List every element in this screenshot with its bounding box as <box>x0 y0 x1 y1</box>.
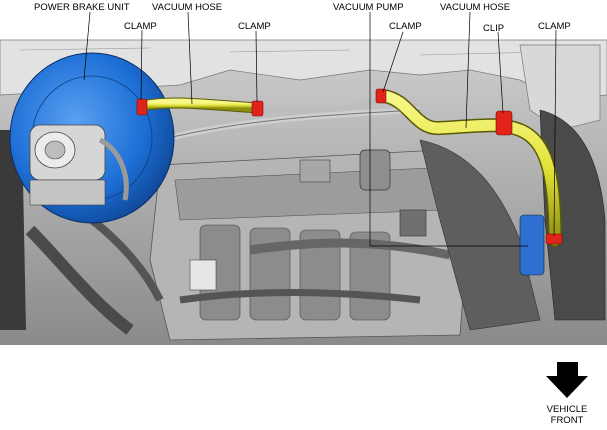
label-clamp-left: CLAMP <box>124 21 157 32</box>
label-clamp-pump: CLAMP <box>389 21 422 32</box>
vacuum-hose-left <box>136 97 381 114</box>
label-vacuum-hose-left: VACUUM HOSE <box>152 2 223 13</box>
label-clamp-center: CLAMP <box>238 21 271 32</box>
power-brake-unit <box>9 52 175 224</box>
down-arrow-icon <box>546 362 588 398</box>
engine-bay <box>0 39 607 345</box>
label-vehicle-front: VEHICLE FRONT <box>540 404 594 426</box>
label-vacuum-hose-right: VACUUM HOSE <box>440 2 511 13</box>
clip <box>495 110 513 136</box>
label-clamp-right: CLAMP <box>538 21 571 32</box>
clamp-pump <box>375 88 387 104</box>
clamp-left <box>136 98 148 116</box>
brake-fluid-reservoir <box>29 124 106 206</box>
vacuum-pump <box>359 149 391 191</box>
vacuum-hose-right <box>377 89 562 247</box>
label-power-brake-unit: POWER BRAKE UNIT <box>34 2 130 13</box>
label-vehicle-front-line1: VEHICLE <box>546 404 588 415</box>
label-vehicle-front-line2: FRONT <box>550 415 584 426</box>
clamp-center <box>251 100 264 117</box>
label-clip: CLIP <box>483 23 505 34</box>
leader-lines <box>83 11 557 247</box>
label-vacuum-pump: VACUUM PUMP <box>333 2 404 13</box>
